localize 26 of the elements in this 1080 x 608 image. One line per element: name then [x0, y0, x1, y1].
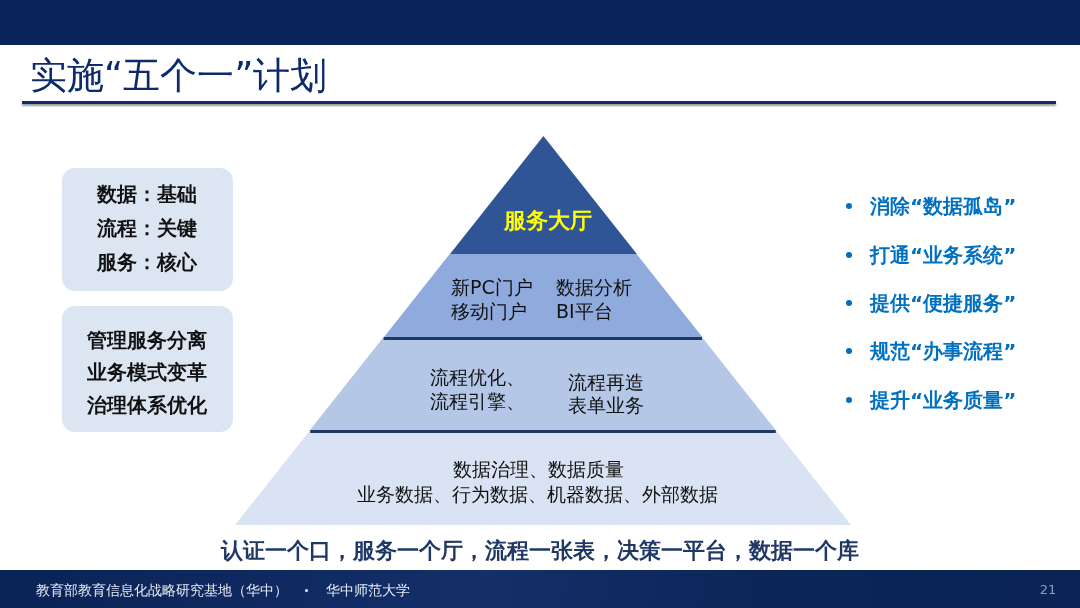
bullet-text: 提升“业务质量” [870, 388, 1017, 412]
slide-title: 实施“五个一”计划 [30, 54, 328, 98]
card-text: 业务模式变革 [87, 360, 207, 384]
card-text: 服务：核心 [97, 250, 197, 274]
bullet-text: 规范“办事流程” [870, 339, 1017, 363]
card-text: 治理体系优化 [87, 393, 207, 417]
card-text: 管理服务分离 [87, 328, 207, 352]
tier-text: BI平台 [556, 301, 613, 323]
tier-text: 流程再造 [568, 372, 644, 394]
bullet-text: 消除“数据孤岛” [870, 194, 1017, 218]
footer-text: 华中师范大学 [326, 581, 410, 599]
bullet-text: 提供“便捷服务” [870, 291, 1017, 315]
tier-text: 表单业务 [568, 395, 644, 417]
tier-text: 新PC门户 [451, 277, 533, 299]
card-text: 数据：基础 [97, 182, 197, 206]
tier-text: 流程优化、 [430, 367, 525, 389]
page-number: 21 [1039, 582, 1057, 598]
tier-text: 服务大厅 [504, 208, 592, 234]
tier-text: 数据治理、数据质量 [452, 459, 624, 481]
tier-text: 业务数据、行为数据、机器数据、外部数据 [356, 484, 718, 506]
tier-text: 数据分析 [556, 277, 632, 299]
tier-text: 移动门户 [451, 301, 527, 323]
tier-text: 流程引擎、 [430, 391, 525, 413]
card-text: 流程：关键 [97, 216, 197, 240]
footer-text: 教育部教育信息化战略研究基地（华中） [36, 581, 288, 599]
bullet-text: 打通“业务系统” [870, 243, 1017, 267]
